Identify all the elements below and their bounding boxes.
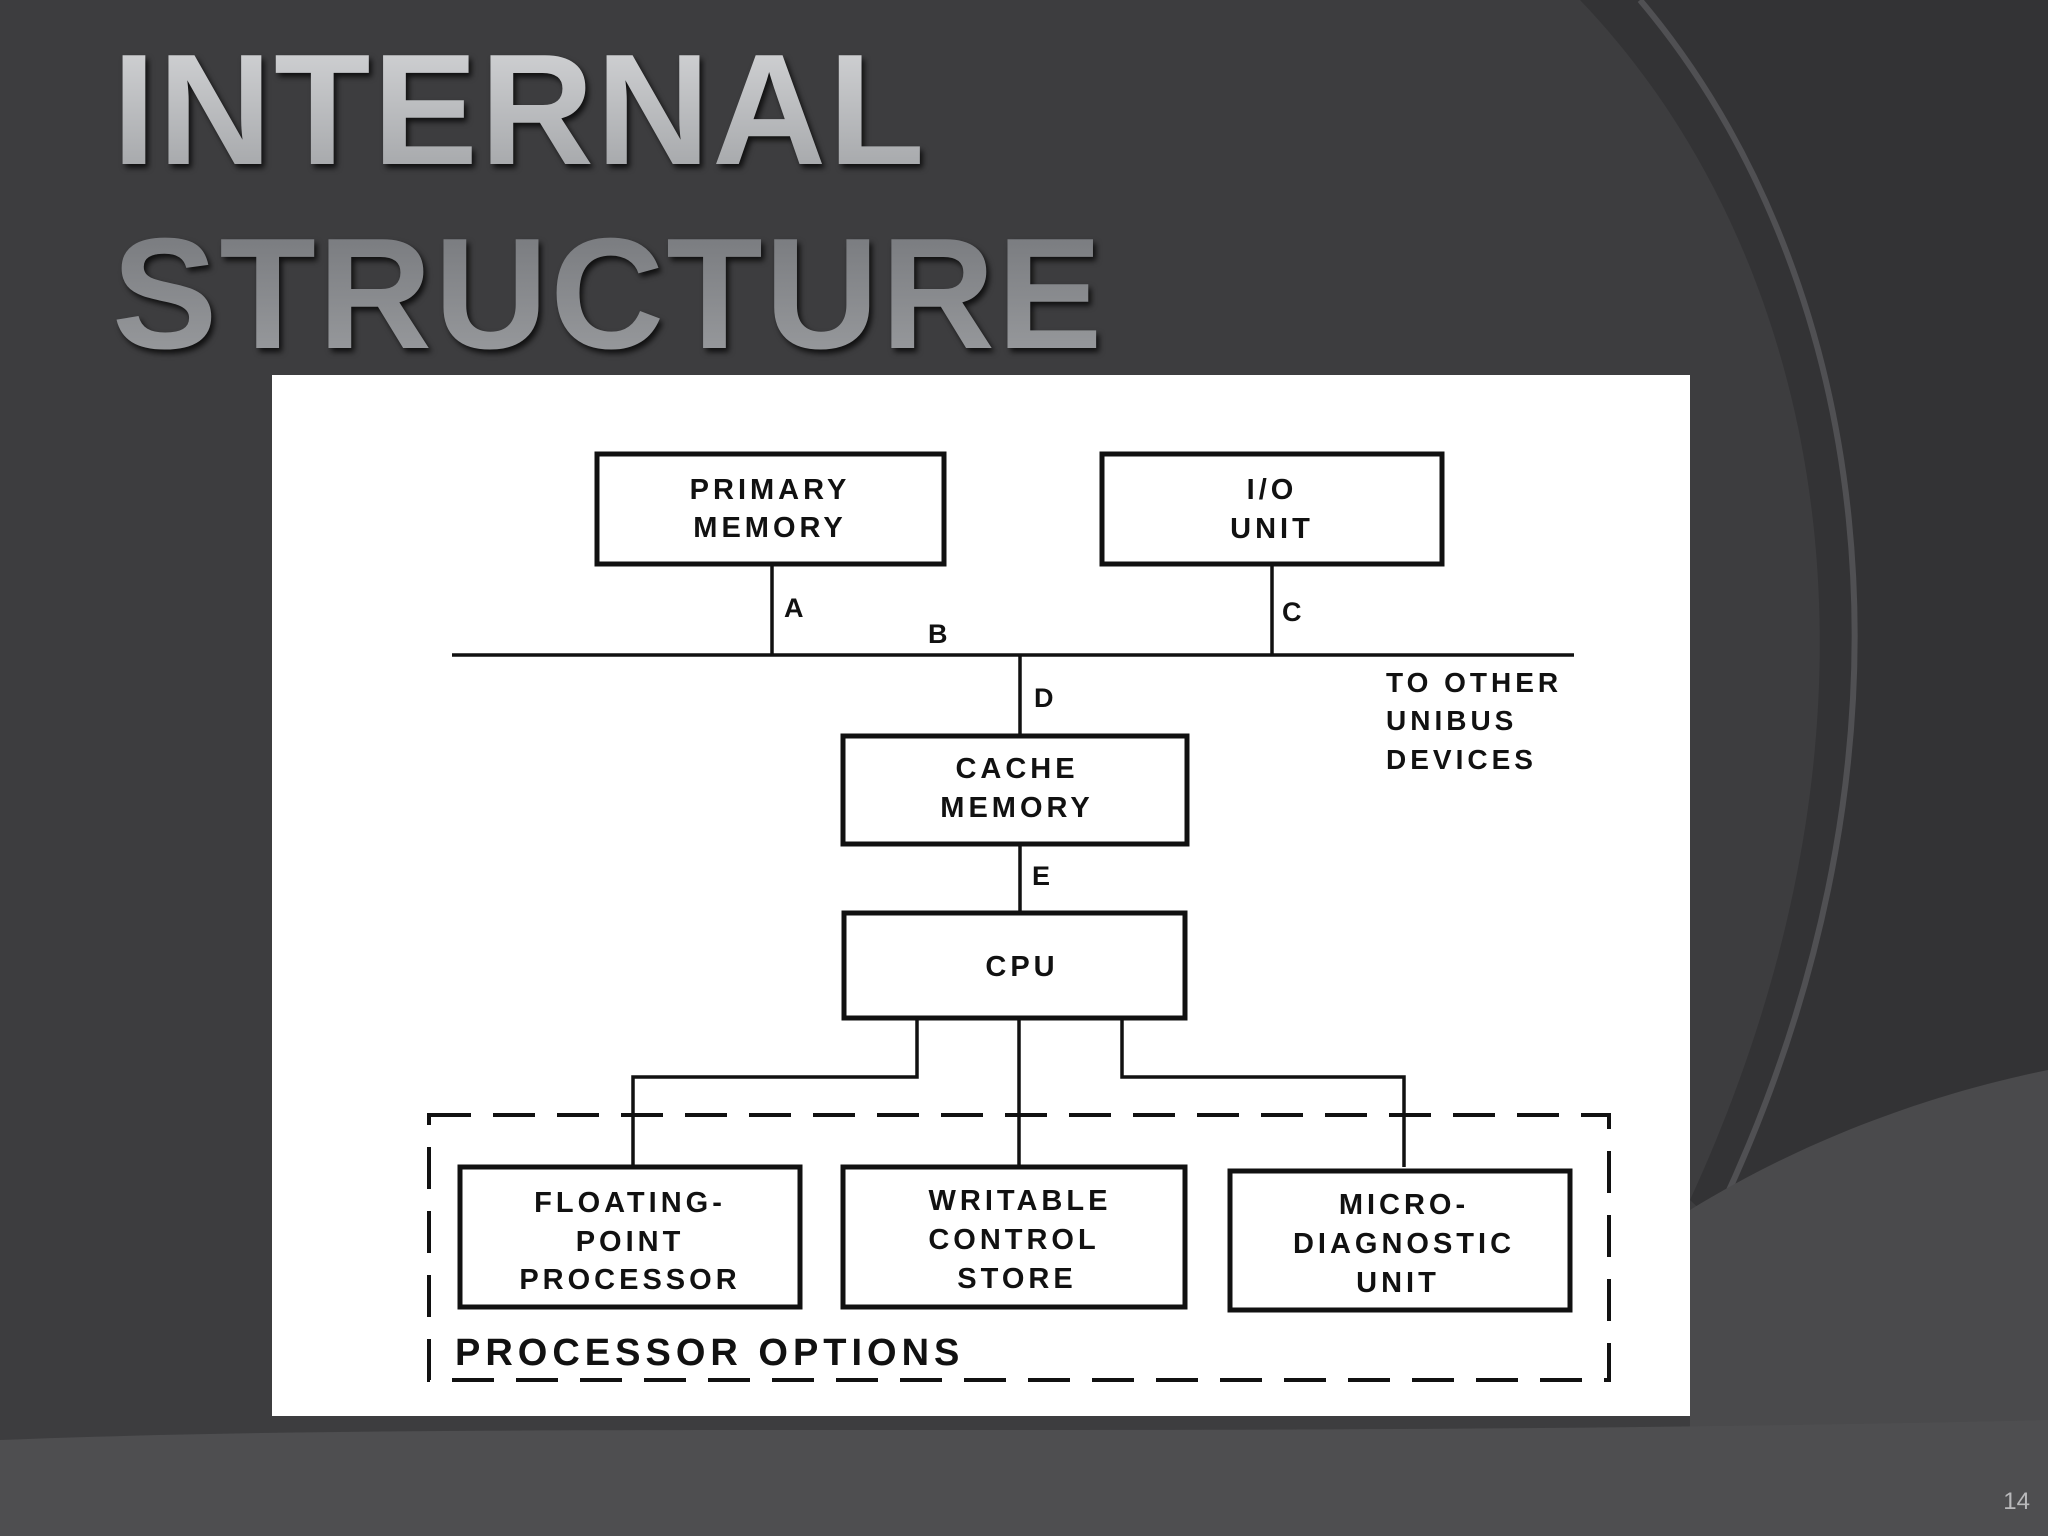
writable-control-store-node: WRITABLE CONTROL STORE [840,1164,1188,1310]
connector-label-d: D [1034,683,1054,713]
svg-text:WRITABLE: WRITABLE [929,1185,1112,1217]
cpu-node: CPU [841,910,1188,1021]
svg-text:I/O: I/O [1247,474,1298,506]
unibus-note: TO OTHER UNIBUS DEVICES [1386,667,1562,775]
structure-diagram: PRIMARY MEMORY I/O UNIT CACHE MEMORY CPU… [272,375,1690,1416]
svg-text:MICRO-: MICRO- [1339,1189,1469,1221]
connector-mdu [1120,1018,1406,1167]
svg-text:UNIT: UNIT [1356,1267,1440,1299]
connector-label-a: A [784,593,804,623]
svg-text:CPU: CPU [985,951,1058,983]
processor-options-label: PROCESSOR OPTIONS [455,1332,964,1374]
svg-text:DEVICES: DEVICES [1386,744,1537,775]
slide-title: INTERNAL STRUCTURE [112,18,1104,386]
svg-text:MEMORY: MEMORY [940,792,1093,824]
svg-text:UNIBUS: UNIBUS [1386,705,1517,736]
connector-label-e: E [1032,861,1050,891]
connector-label-b: B [928,619,948,649]
connector-label-c: C [1282,597,1302,627]
svg-text:POINT: POINT [576,1226,685,1258]
svg-text:PRIMARY: PRIMARY [690,474,851,506]
svg-text:DIAGNOSTIC: DIAGNOSTIC [1293,1228,1515,1260]
micro-diagnostic-unit-node: MICRO- DIAGNOSTIC UNIT [1227,1168,1573,1313]
processor-options-group [427,1113,1611,1382]
title-line-1: INTERNAL [112,22,927,198]
svg-text:PROCESSOR: PROCESSOR [519,1264,740,1296]
svg-text:MEMORY: MEMORY [693,512,846,544]
svg-text:CACHE: CACHE [955,753,1078,785]
svg-text:UNIT: UNIT [1230,513,1314,545]
io-unit-node: I/O UNIT [1099,451,1445,567]
connector-fpp [631,1018,919,1167]
svg-text:CONTROL: CONTROL [928,1224,1099,1256]
page-number: 14 [2003,1488,2030,1515]
svg-text:FLOATING-: FLOATING- [534,1187,726,1219]
svg-text:TO OTHER: TO OTHER [1386,667,1562,698]
floating-point-processor-node: FLOATING- POINT PROCESSOR [457,1164,803,1310]
cache-memory-node: CACHE MEMORY [840,733,1190,847]
primary-memory-node: PRIMARY MEMORY [594,451,947,567]
title-line-2: STRUCTURE [112,206,1105,382]
svg-text:STORE: STORE [957,1263,1076,1295]
